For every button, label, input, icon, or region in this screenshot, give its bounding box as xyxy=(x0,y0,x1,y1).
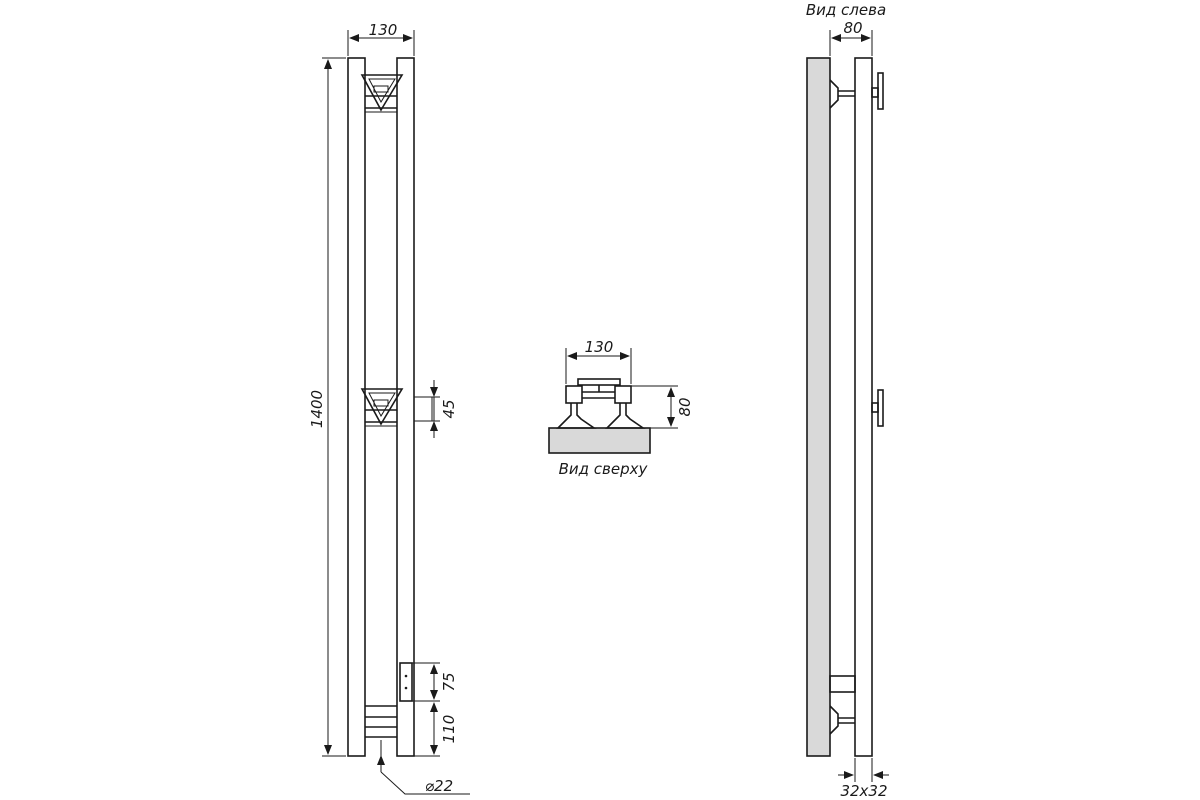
side-mount xyxy=(413,396,433,422)
spacing-45-label: 45 xyxy=(440,399,458,418)
front-height-label: 1400 xyxy=(308,390,326,428)
control-box xyxy=(399,662,413,702)
lower-crossbars xyxy=(365,705,397,738)
side-depth-label: 80 xyxy=(843,19,862,37)
pipe-diameter-label: ⌀22 xyxy=(425,777,453,795)
spacing-75-label: 75 xyxy=(440,672,458,691)
top-width-label: 130 xyxy=(585,338,614,356)
front-left-rail xyxy=(347,57,366,757)
left-view-wall xyxy=(806,57,831,757)
left-view-caption: Вид слева xyxy=(806,1,886,19)
left-view-rail xyxy=(854,57,873,757)
spacing-110-label: 110 xyxy=(440,715,458,744)
front-width-label: 130 xyxy=(369,21,398,39)
top-depth-label: 80 xyxy=(676,397,694,416)
top-view-wall xyxy=(548,427,651,454)
left-view: 80 Вид слева 32х32 xyxy=(806,1,889,800)
middle-hook xyxy=(360,388,404,427)
profile-section-label: 32х32 xyxy=(840,782,887,800)
top-view-caption: Вид сверху xyxy=(559,460,649,478)
top-view: 130 80 Вид сверху xyxy=(548,338,694,478)
front-right-rail xyxy=(396,57,415,757)
upper-hook xyxy=(360,74,404,113)
front-view: 130 1400 45 75 110 ⌀22 xyxy=(308,21,470,795)
